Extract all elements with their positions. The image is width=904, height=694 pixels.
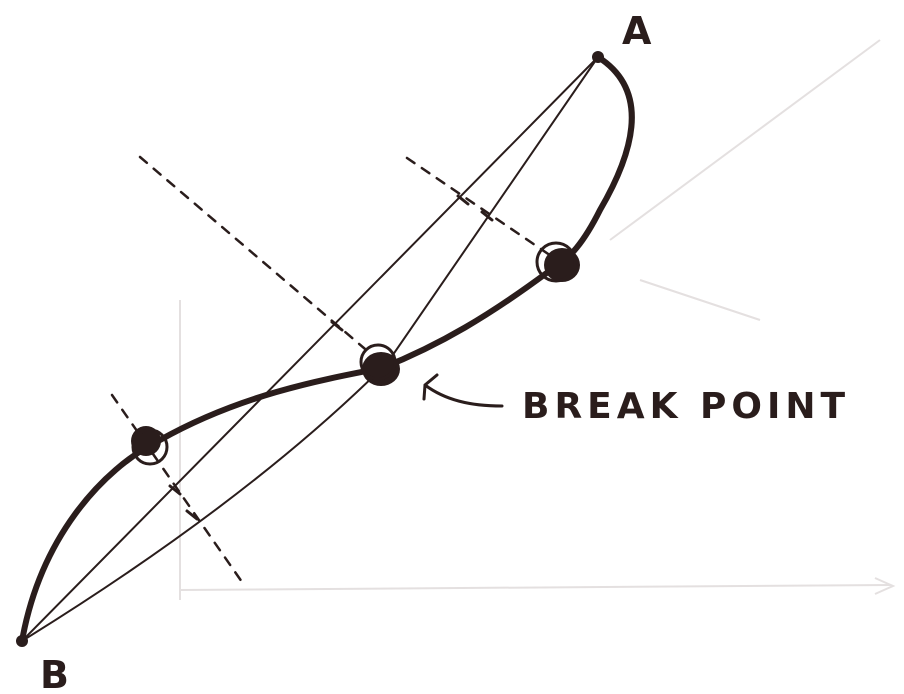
chord-line-inner bbox=[21, 56, 599, 642]
background-bleed-through bbox=[179, 39, 896, 600]
s-curve bbox=[19, 54, 635, 644]
faint-diagonal-line bbox=[609, 39, 881, 241]
endpoint-a-dot bbox=[592, 51, 604, 63]
tick-mark bbox=[168, 484, 182, 496]
faint-horizontal-line bbox=[179, 584, 891, 591]
tick-mark bbox=[185, 509, 199, 521]
chord-line-outer bbox=[21, 56, 599, 642]
intersection-ticks bbox=[168, 194, 494, 521]
tick-mark bbox=[456, 194, 470, 206]
break-point-marker bbox=[359, 343, 400, 386]
faint-arrow-head bbox=[874, 577, 896, 595]
chord-lines bbox=[21, 56, 599, 642]
tick-mark bbox=[480, 210, 494, 222]
label-a: A bbox=[622, 9, 652, 53]
label-b: B bbox=[40, 653, 69, 694]
dashed-guide-right bbox=[405, 156, 562, 264]
curve-point-upper bbox=[535, 241, 580, 283]
break-point-label: BREAK POINT bbox=[522, 386, 850, 427]
curve-point-lower bbox=[131, 426, 169, 466]
faint-diagonal-line-2 bbox=[639, 279, 761, 321]
endpoint-b-dot bbox=[16, 635, 28, 647]
callout-arrow bbox=[422, 373, 504, 408]
dashed-guide-left bbox=[110, 393, 244, 584]
tick-mark bbox=[330, 320, 344, 332]
